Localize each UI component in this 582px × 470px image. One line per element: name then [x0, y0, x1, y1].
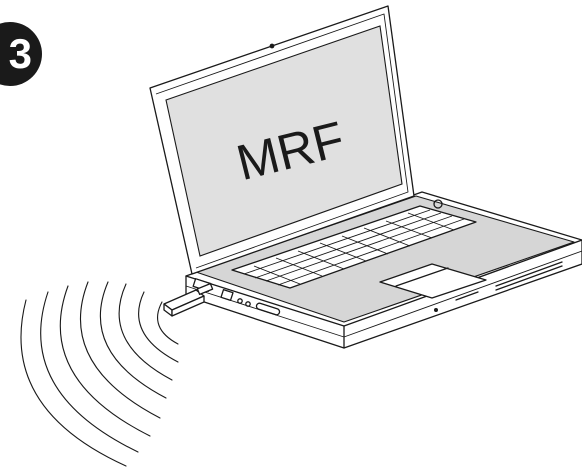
wireless-waves-icon — [21, 282, 178, 466]
laptop-icon: MRF — [150, 6, 582, 348]
webcam — [270, 44, 274, 48]
